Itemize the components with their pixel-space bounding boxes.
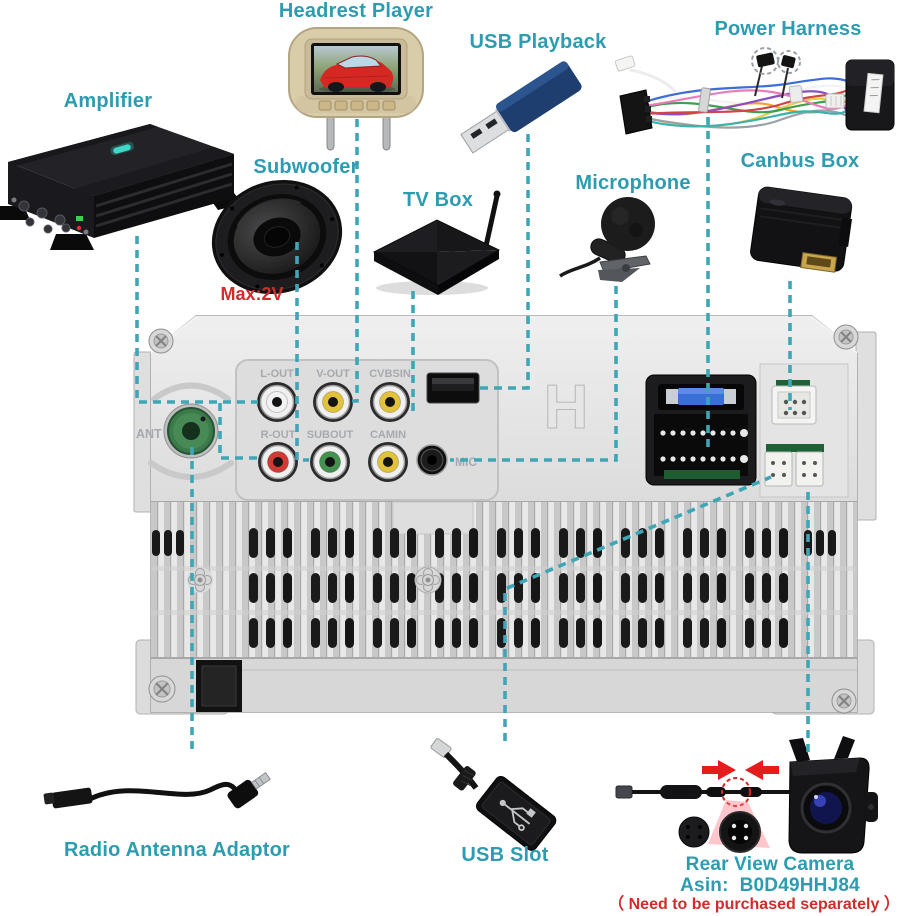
label-purchase-note: （ Need to be purchased separately ） xyxy=(608,896,900,913)
label-microphone: Microphone xyxy=(575,172,691,194)
label-amplifier: Amplifier xyxy=(63,90,153,112)
ant-label: ANT xyxy=(136,427,162,441)
port-label-v-out: V-OUT xyxy=(316,368,350,380)
port-subout xyxy=(310,442,350,482)
screw xyxy=(831,688,857,714)
port-r-out xyxy=(258,442,298,482)
screw xyxy=(148,675,176,703)
stereo-unit: ANT L-OUT V-OUT CVBSIN xyxy=(133,315,877,715)
screw xyxy=(833,324,859,350)
label-radio-antenna-adaptor: Radio Antenna Adaptor xyxy=(63,839,291,861)
usb-playback-image xyxy=(460,61,582,154)
arrow-right-icon xyxy=(702,760,736,780)
usb-symbol-icon xyxy=(499,799,536,832)
canbus-socket xyxy=(771,380,817,425)
port-v-out xyxy=(313,382,353,422)
emboss-h: H xyxy=(544,373,589,442)
right-mount-bracket xyxy=(855,331,877,521)
canbus-box-image xyxy=(750,186,853,273)
line-headrest-v-out xyxy=(352,119,359,403)
vent-holes xyxy=(152,528,836,648)
screw xyxy=(148,328,174,354)
usb-port xyxy=(426,372,480,404)
amp-power-led xyxy=(76,216,83,221)
label-camera-asin: Asin: B0D49HHJ84 xyxy=(680,875,860,896)
connector-highlight-circle xyxy=(721,777,751,807)
headrest-player-image xyxy=(288,27,424,151)
headrest-buttons xyxy=(318,100,396,111)
port-cvbsin xyxy=(370,382,410,422)
port-label-subout: SUBOUT xyxy=(307,429,354,441)
line-subwoofer-subout xyxy=(295,242,309,462)
line-amplifier-r-out xyxy=(218,403,257,460)
label-rear-view-camera: Rear View Camera xyxy=(685,854,855,875)
camera-usb-sockets xyxy=(764,444,824,487)
label-tv-box: TV Box xyxy=(402,189,474,211)
line-usb-playback xyxy=(480,134,530,390)
label-usb-playback: USB Playback xyxy=(469,31,607,53)
label-max-2v: Max:2V xyxy=(220,284,284,304)
label-canbus-box: Canbus Box xyxy=(740,150,860,172)
mic-jack xyxy=(416,444,448,476)
radio-antenna-adaptor-image xyxy=(43,771,271,809)
mic-label: MIC xyxy=(455,455,477,469)
line-microphone-mic xyxy=(450,286,618,462)
rear-view-camera-image xyxy=(615,736,878,854)
label-headrest-player: Headrest Player xyxy=(278,0,434,22)
port-l-out xyxy=(257,382,297,422)
tv-box-image xyxy=(372,190,501,295)
port-label-l-out: L-OUT xyxy=(260,368,294,380)
port-label-camin: CAMIN xyxy=(370,429,406,441)
port-camin xyxy=(368,442,408,482)
microphone-image xyxy=(559,197,655,282)
subwoofer-image xyxy=(211,179,343,295)
standoff-boss xyxy=(414,566,442,594)
label-subwoofer: Subwoofer xyxy=(253,156,359,178)
power-connector xyxy=(645,374,757,486)
tv-box-antenna xyxy=(483,193,500,249)
label-usb-slot: USB Slot xyxy=(461,844,549,866)
port-label-cvbsin: CVBSIN xyxy=(369,368,411,380)
arrow-left-icon xyxy=(745,760,779,780)
port-label-r-out: R-OUT xyxy=(261,429,296,441)
power-harness-image xyxy=(614,47,895,135)
amplifier-image xyxy=(0,124,242,250)
amp-logo-light xyxy=(113,144,131,154)
usb-slot-image xyxy=(430,738,557,851)
ant-connector xyxy=(148,382,234,480)
label-power-harness: Power Harness xyxy=(714,18,862,40)
connection-lines xyxy=(135,117,810,753)
